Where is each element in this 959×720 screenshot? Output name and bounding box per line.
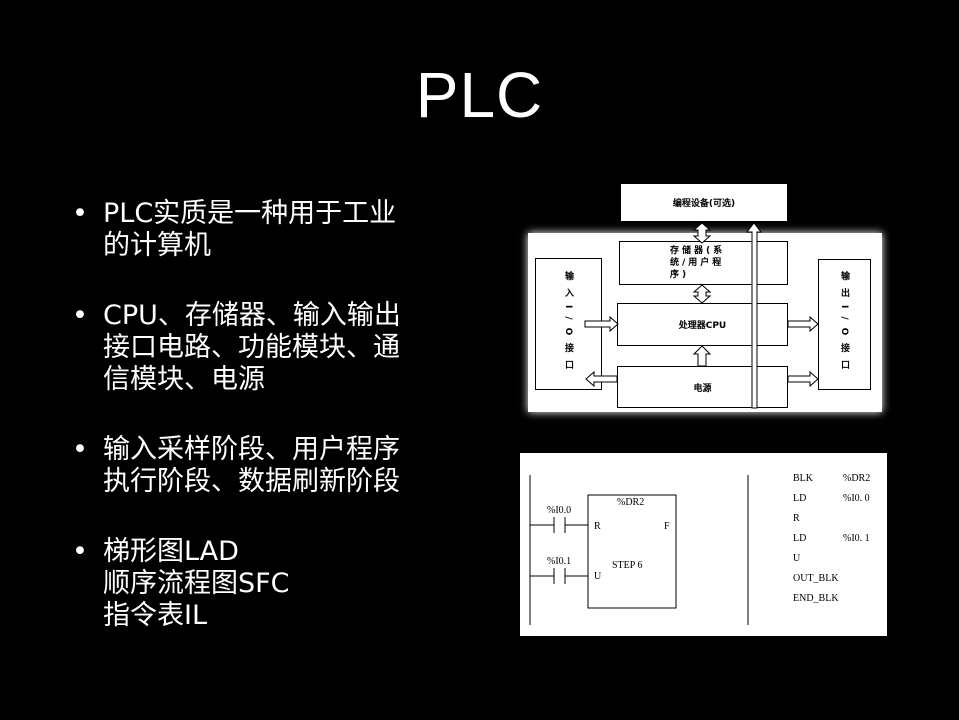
up-arrow-icon <box>692 345 712 367</box>
slide-title: PLC <box>415 59 544 131</box>
il-op: LD <box>793 533 807 544</box>
pin-u: U <box>594 571 602 582</box>
bullet-line: 梯形图LAD <box>103 536 239 567</box>
left-arrow-icon <box>585 370 618 388</box>
right-arrow-icon <box>787 370 819 388</box>
il-op: OUT_BLK <box>793 573 839 584</box>
block-body: STEP 6 <box>612 560 643 571</box>
right-arrow-icon <box>584 315 619 333</box>
ladder-diagram: %I0.0 %I0.1 %DR2 R U F STEP 6 BLK %DR2 LD… <box>520 453 887 636</box>
ladder-lines <box>529 475 749 625</box>
bullet-line: 输入采样阶段、用户程序 <box>103 434 400 465</box>
contact-label: %I0.0 <box>547 505 572 516</box>
bullet-line: CPU、存储器、输入输出 <box>103 300 401 331</box>
bullet-item: 输入采样阶段、用户程序 执行阶段、数据刷新阶段 <box>72 434 472 498</box>
bullet-list: PLC实质是一种用于工业 的计算机 CPU、存储器、输入输出 接口电路、功能模块… <box>72 198 472 670</box>
pin-r: R <box>594 521 601 532</box>
output-io-box: 输出I/O接口 <box>818 259 871 390</box>
il-arg: %DR2 <box>843 473 871 484</box>
cpu-box: 处理器CPU <box>617 303 788 346</box>
il-op: R <box>793 513 800 524</box>
bullet-item: CPU、存储器、输入输出 接口电路、功能模块、通 信模块、电源 <box>72 300 472 396</box>
programming-device-box: 编程设备(可选) <box>620 183 788 222</box>
bullet-line: 信模块、电源 <box>103 364 265 395</box>
power-box: 电源 <box>617 366 788 408</box>
il-op: LD <box>793 493 807 504</box>
bullet-line: 的计算机 <box>103 230 211 261</box>
il-op: END_BLK <box>793 593 839 604</box>
up-arrow-icon <box>745 222 763 409</box>
bullet-line: 执行阶段、数据刷新阶段 <box>103 466 400 497</box>
bullet-line: 顺序流程图SFC <box>103 568 290 599</box>
il-arg: %I0. 1 <box>843 533 870 544</box>
bullet-line: 指令表IL <box>103 600 208 631</box>
bullet-item: 梯形图LAD 顺序流程图SFC 指令表IL <box>72 536 472 632</box>
pin-f: F <box>664 521 670 532</box>
il-op: U <box>793 553 801 564</box>
contact-label: %I0.1 <box>547 556 572 567</box>
block-name: %DR2 <box>617 497 645 508</box>
bullet-line: PLC实质是一种用于工业 <box>103 198 397 229</box>
double-arrow-icon <box>692 284 712 304</box>
memory-box: 存储器(系统/用户程序) <box>619 241 788 285</box>
bullet-item: PLC实质是一种用于工业 的计算机 <box>72 198 472 262</box>
right-arrow-icon <box>787 315 819 333</box>
il-arg: %I0. 0 <box>843 493 870 504</box>
diagram-arrows <box>584 222 819 409</box>
bullet-line: 接口电路、功能模块、通 <box>103 332 400 363</box>
double-arrow-icon <box>692 222 712 244</box>
il-op: BLK <box>793 473 813 484</box>
